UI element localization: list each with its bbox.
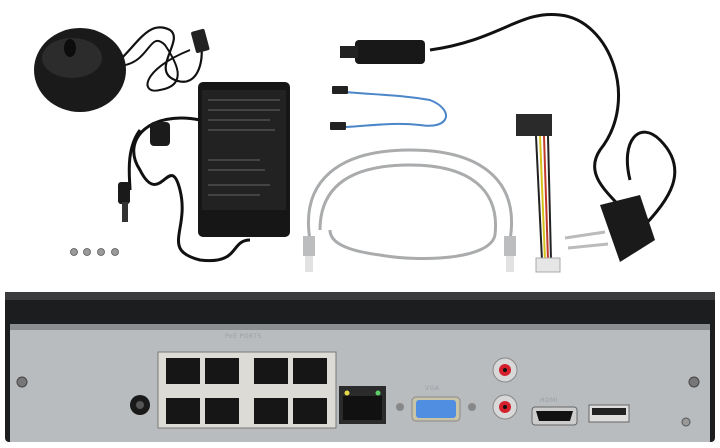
hdmi-port[interactable] [531, 406, 578, 426]
molex-sata-adapter [516, 114, 561, 273]
poe-ports-label: PoE PORTS [225, 333, 262, 340]
vga-port[interactable] [396, 396, 476, 422]
lan-port[interactable] [339, 386, 386, 424]
hdmi-label: HDMI [540, 397, 558, 404]
patch-cable [303, 148, 516, 272]
usb-port[interactable] [588, 404, 630, 423]
mouse [34, 26, 210, 112]
rca-audio-ports[interactable] [492, 357, 518, 420]
power-cord [340, 12, 677, 262]
nvr-recorder [5, 292, 715, 442]
vga-label: VGA [425, 385, 440, 392]
poe-ports [157, 351, 337, 429]
mounting-screws [70, 248, 119, 256]
power-adapter [118, 82, 290, 263]
sata-cable [330, 86, 447, 130]
